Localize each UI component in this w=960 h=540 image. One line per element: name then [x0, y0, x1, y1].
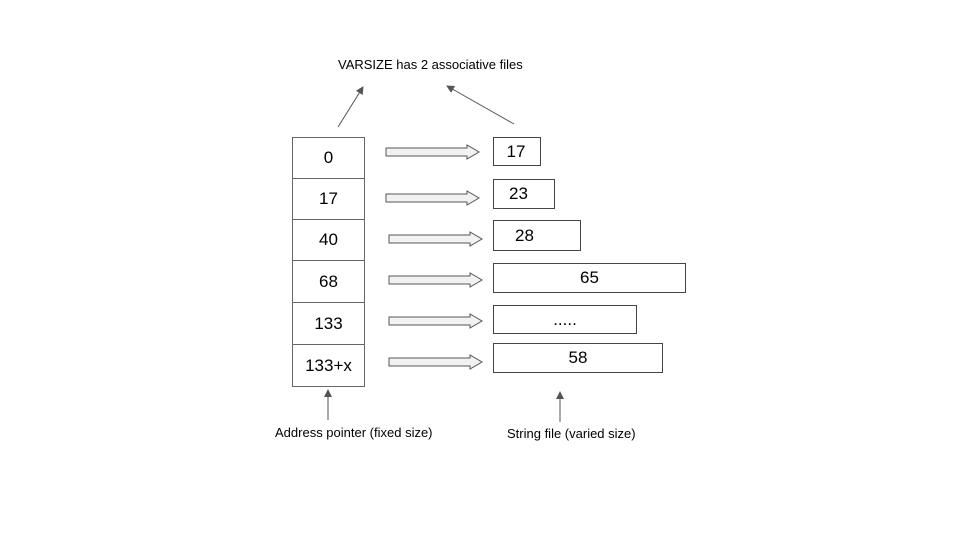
title-pointer-left-arrow-icon — [337, 86, 364, 128]
block-arrow-icon — [388, 354, 483, 370]
address-cell: 133+x — [292, 345, 365, 387]
string-box: 17 — [493, 137, 541, 166]
address-pointer-caption: Address pointer (fixed size) — [275, 425, 433, 440]
block-arrow-icon — [388, 272, 483, 288]
block-arrow-icon — [388, 231, 483, 247]
string-box: 23 — [493, 179, 555, 209]
address-cell: 133 — [292, 303, 365, 345]
address-cell: 40 — [292, 220, 365, 261]
block-arrow-icon — [385, 144, 480, 160]
block-arrow-icon — [385, 190, 480, 206]
diagram-title: VARSIZE has 2 associative files — [338, 57, 523, 72]
string-box: ..... — [493, 305, 637, 334]
string-box: 28 — [493, 220, 581, 251]
string-box: 58 — [493, 343, 663, 373]
string-file-caption: String file (varied size) — [507, 426, 636, 441]
block-arrow-icon — [388, 313, 483, 329]
string-box: 65 — [493, 263, 686, 293]
block-arrows — [385, 144, 483, 370]
address-cell: 68 — [292, 261, 365, 303]
address-cell: 0 — [292, 137, 365, 179]
address-cell: 17 — [292, 179, 365, 220]
title-pointer-right-arrow-icon — [446, 85, 515, 125]
